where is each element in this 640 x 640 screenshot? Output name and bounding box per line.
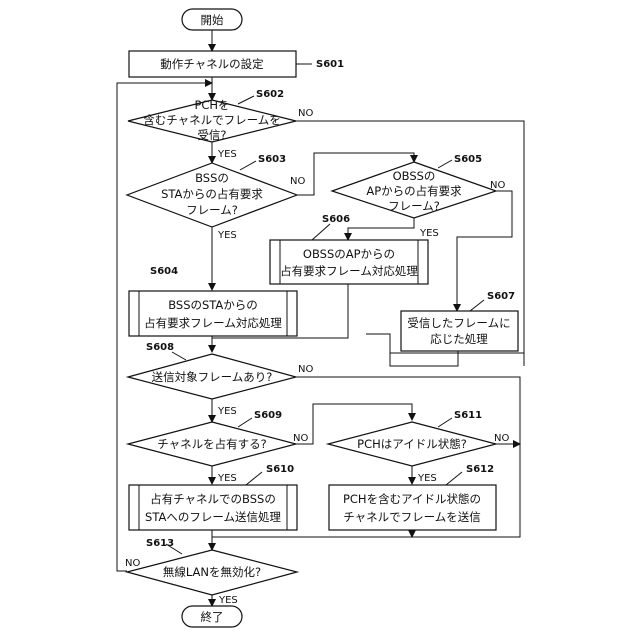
- step-s612-id: S612: [466, 464, 494, 475]
- decision-s611-id: S611: [454, 410, 482, 421]
- step-s610-line2: STAへのフレーム送信処理: [145, 510, 281, 524]
- decision-s608-yes: YES: [217, 406, 237, 417]
- decision-s613-no: NO: [125, 558, 140, 569]
- decision-s603-line1: BSSの: [195, 171, 229, 185]
- decision-s602-line3: 受信?: [197, 128, 226, 142]
- decision-s603-yes: YES: [217, 230, 237, 241]
- decision-s613-text: 無線LANを無効化?: [163, 565, 261, 579]
- decision-s602-id: S602: [256, 89, 284, 100]
- decision-s611-text: PCHはアイドル状態?: [357, 437, 467, 451]
- decision-s603-no: NO: [290, 176, 305, 187]
- end-label: 終了: [201, 610, 224, 624]
- step-s610-line1: 占有チャネルでのBSSの: [150, 492, 276, 506]
- decision-s609-no: NO: [293, 433, 308, 444]
- step-s604-line1: BSSのSTAからの: [168, 298, 258, 312]
- step-s607-id: S607: [487, 291, 515, 302]
- decision-s605-yes: YES: [419, 228, 439, 239]
- decision-s603-line2: STAからの占有要求: [161, 187, 263, 201]
- step-s607-line2: 応じた処理: [430, 332, 488, 346]
- decision-s602-line2: 含むチャネルでフレームを: [143, 113, 281, 127]
- start-label: 開始: [201, 13, 224, 27]
- decision-s602-line1: PCHを: [194, 98, 229, 112]
- step-s612-line2: チャネルでフレームを送信: [343, 510, 481, 524]
- decision-s609-id: S609: [254, 410, 282, 421]
- decision-s605-line1: OBSSの: [393, 169, 436, 183]
- step-s604-line2: 占有要求フレーム対応処理: [144, 316, 282, 330]
- step-s606-id: S606: [322, 214, 350, 225]
- step-s607-line1: 受信したフレームに: [407, 316, 510, 330]
- step-s604-id: S604: [150, 266, 178, 277]
- step-s610-id: S610: [266, 464, 294, 475]
- decision-s605-no: NO: [490, 180, 505, 191]
- decision-s611-yes: YES: [417, 473, 437, 484]
- step-s601-id: S601: [316, 59, 344, 70]
- step-s612-line1: PCHを含むアイドル状態の: [343, 492, 481, 506]
- decision-s609-yes: YES: [217, 473, 237, 484]
- decision-s603-line3: フレーム?: [186, 203, 238, 217]
- decision-s605-line3: フレーム?: [388, 199, 440, 213]
- decision-s603-id: S603: [258, 154, 286, 165]
- step-s606-line2: 占有要求フレーム対応処理: [280, 264, 418, 278]
- decision-s608-text: 送信対象フレームあり?: [152, 370, 273, 384]
- decision-s602-no: NO: [298, 108, 313, 119]
- step-s606-line1: OBSSのAPからの: [303, 247, 395, 261]
- decision-s613-yes: YES: [218, 595, 238, 606]
- decision-s605-line2: APからの占有要求: [366, 184, 462, 198]
- decision-s613-id: S613: [146, 538, 174, 549]
- decision-s602-yes: YES: [217, 149, 237, 160]
- decision-s608-id: S608: [146, 342, 174, 353]
- decision-s609-text: チャネルを占有する?: [157, 437, 267, 451]
- decision-s608-no: NO: [298, 364, 313, 375]
- decision-s611-no: NO: [494, 433, 509, 444]
- step-s601-text: 動作チャネルの設定: [160, 57, 264, 71]
- decision-s605-id: S605: [454, 154, 482, 165]
